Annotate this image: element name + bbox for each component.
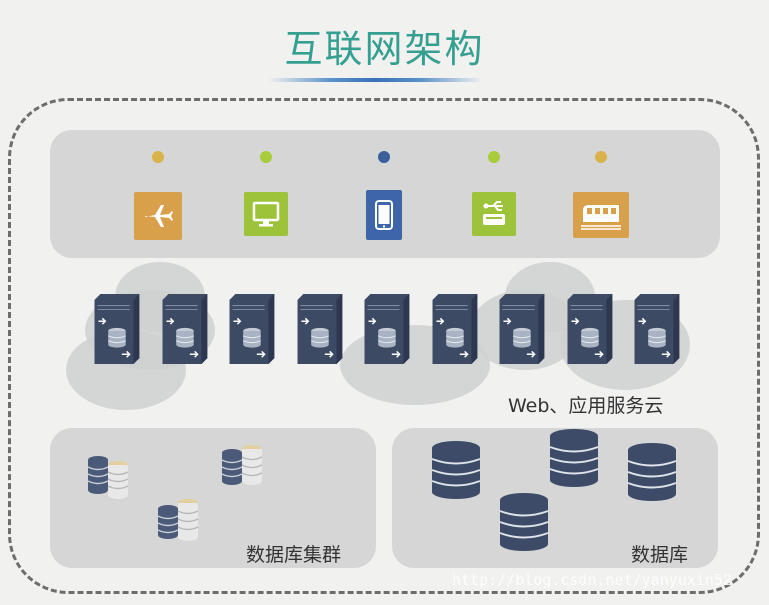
train-icon xyxy=(573,192,629,238)
database-icon xyxy=(431,441,481,499)
db-cluster-group xyxy=(157,499,199,541)
web-app-cloud-label: Web、应用服务云 xyxy=(508,395,664,417)
server-icon xyxy=(432,294,477,364)
server-icon xyxy=(634,294,680,364)
database-icon xyxy=(549,429,599,487)
database-label: 数据库 xyxy=(631,544,689,566)
usb-modem-icon xyxy=(472,192,516,236)
status-dot xyxy=(260,151,272,163)
server-icon xyxy=(94,294,140,364)
title-underline xyxy=(268,78,483,82)
database-stack-icon xyxy=(157,505,179,539)
database-stack-icon xyxy=(221,449,243,485)
db-cluster-group xyxy=(221,445,263,485)
status-dot xyxy=(488,151,500,163)
page-title: 互联网架构 xyxy=(284,27,485,71)
server-icon xyxy=(229,294,275,364)
database-icon xyxy=(499,493,549,551)
server-icon xyxy=(567,294,612,364)
airplane-icon xyxy=(134,192,182,240)
server-icon xyxy=(162,294,207,364)
server-icon xyxy=(297,294,342,364)
database-stack-icon xyxy=(241,445,263,485)
status-dot xyxy=(378,151,390,163)
db-cluster-group xyxy=(87,456,129,499)
server-icon xyxy=(499,294,545,364)
status-dot xyxy=(595,151,607,163)
database-stack-icon xyxy=(107,461,129,499)
outer-dashed-frame xyxy=(8,98,760,594)
database-stack-icon xyxy=(87,456,109,494)
desktop-monitor-icon xyxy=(244,192,288,236)
database-stack-icon xyxy=(177,499,199,541)
mobile-phone-icon xyxy=(366,190,402,240)
status-dot xyxy=(152,151,164,163)
db-cluster-panel xyxy=(50,428,376,568)
database-icon xyxy=(627,443,677,501)
server-icon xyxy=(364,294,410,364)
db-cluster-label: 数据库集群 xyxy=(246,544,342,566)
watermark: http://blog.csdn.net/yanyuxin52 xyxy=(452,571,732,589)
